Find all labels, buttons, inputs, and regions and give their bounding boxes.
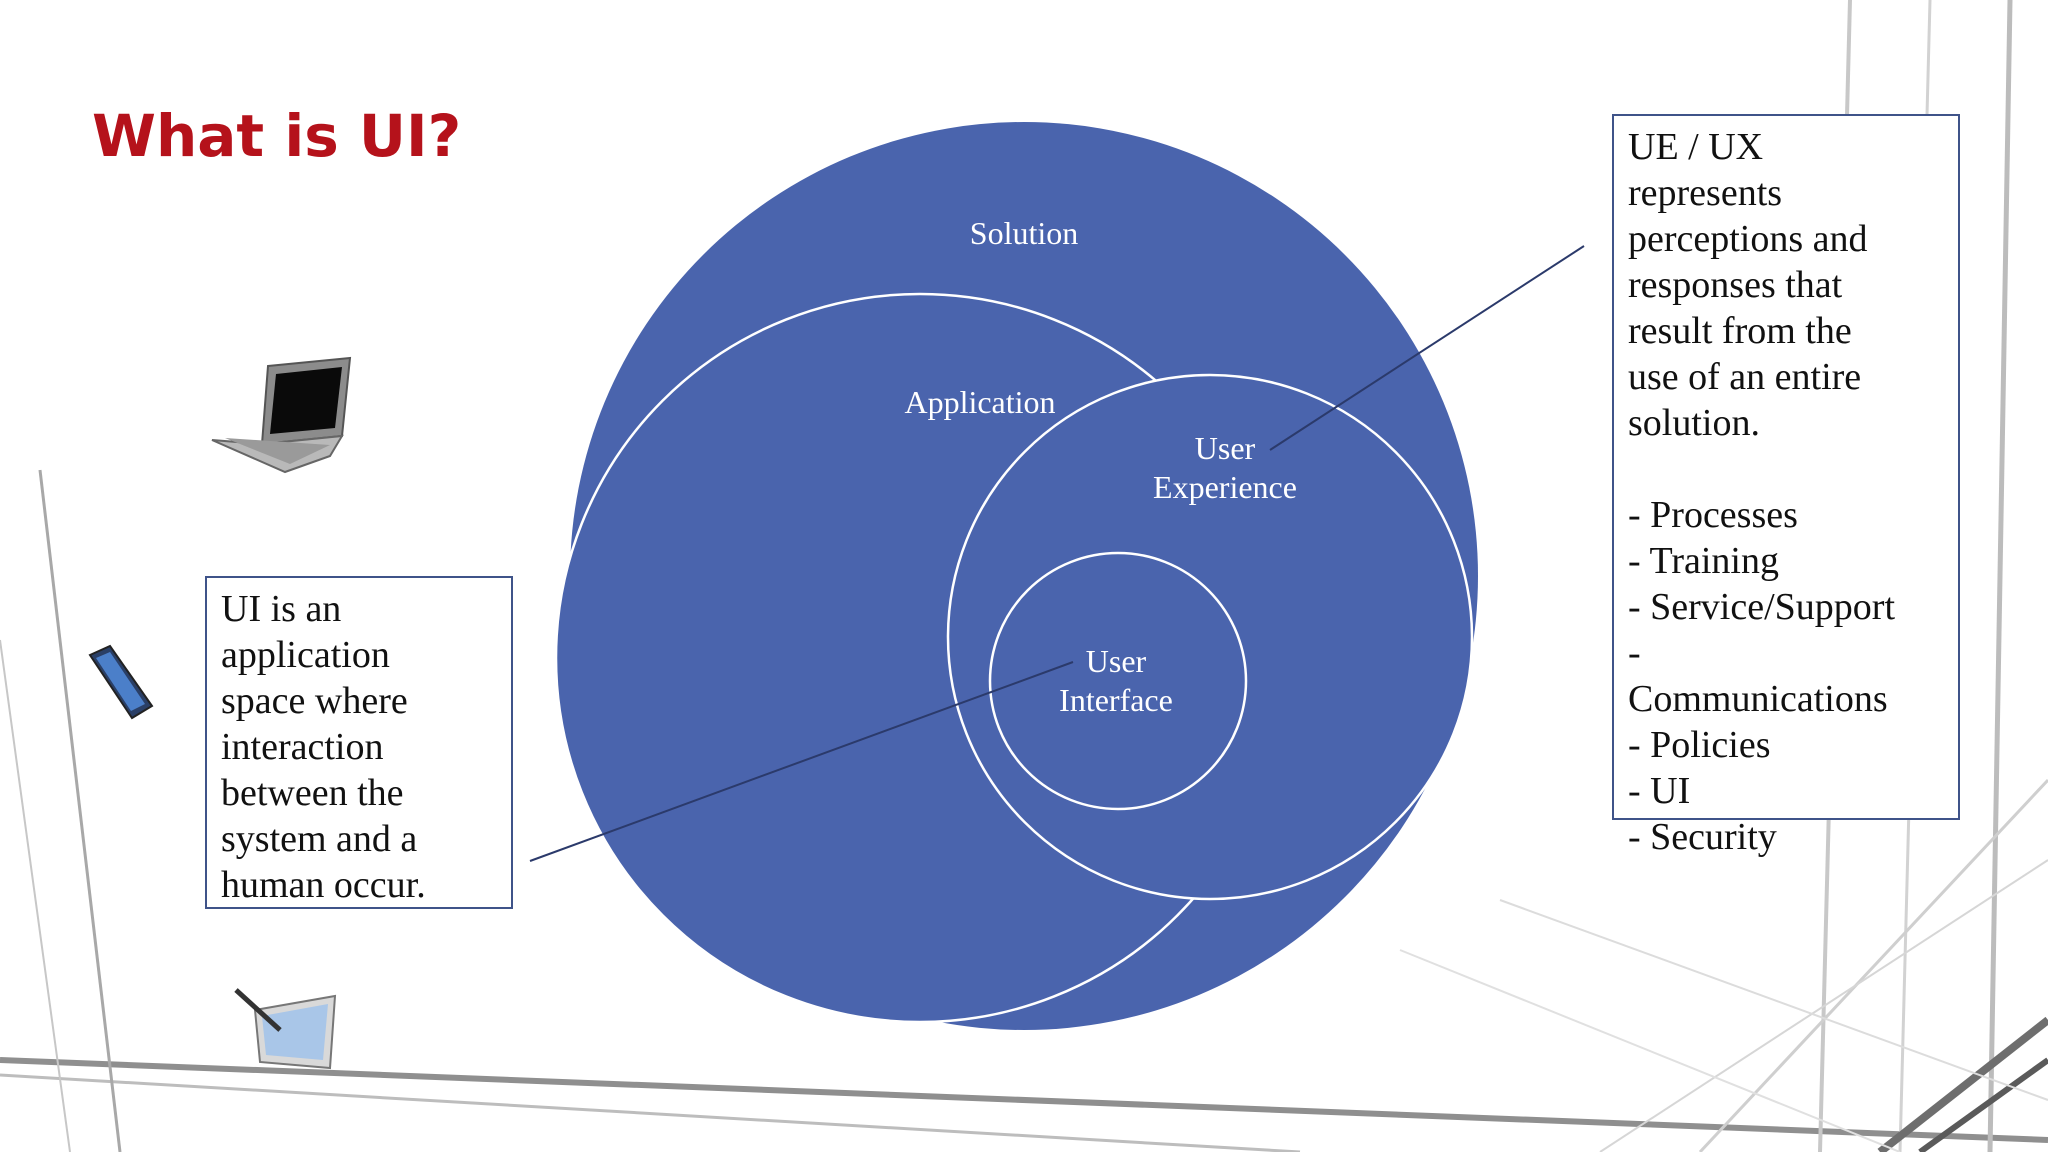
ux-callout-line: solution. (1628, 402, 1760, 444)
ux-list-item: - Service/Support (1628, 586, 1896, 628)
page-title: What is UI? (92, 102, 462, 170)
user-experience-label-line1: User (1195, 430, 1256, 466)
user-interface-circle (988, 551, 1248, 811)
ux-callout-line: represents (1628, 172, 1783, 214)
ux-list-item: Communications (1628, 678, 1888, 720)
ux-list-item: - Processes (1628, 494, 1798, 536)
user-experience-label-line2: Experience (1153, 469, 1297, 505)
ux-callout-spacer (1628, 446, 1946, 492)
ui-definition-callout: UI is an application space where interac… (205, 576, 513, 909)
ux-list-item: - (1628, 632, 1641, 674)
ux-list-item: - Policies (1628, 724, 1771, 766)
ux-list-item: - Security (1628, 816, 1777, 858)
ui-callout-line: UI is an (221, 588, 342, 630)
phone-icon (88, 644, 154, 720)
ux-callout-line: perceptions and (1628, 218, 1868, 260)
application-label: Application (904, 384, 1055, 420)
ux-callout-line: responses that (1628, 264, 1843, 306)
laptop-icon (211, 356, 352, 474)
ui-callout-line: system and a (221, 818, 418, 860)
user-interface-label-line2: Interface (1059, 682, 1173, 718)
solution-label: Solution (970, 215, 1078, 251)
ux-list-item: - Training (1628, 540, 1779, 582)
ui-connector-line (529, 661, 1074, 862)
ux-connector-line (1269, 245, 1585, 451)
ui-callout-line: application (221, 634, 390, 676)
ux-callout-line: use of an entire (1628, 356, 1862, 398)
ux-callout-line: result from the (1628, 310, 1852, 352)
ux-definition-callout: UE / UX represents perceptions and respo… (1612, 114, 1960, 858)
user-interface-label-line1: User (1086, 643, 1147, 679)
ux-list-item: - UI (1628, 770, 1691, 812)
ui-callout-line: between the (221, 772, 404, 814)
ui-callout-line: interaction (221, 726, 384, 768)
ui-callout-line: human occur. (221, 864, 426, 906)
ui-callout-line: space where (221, 680, 408, 722)
tablet-pen-icon (234, 988, 337, 1070)
venn-diagram (554, 122, 1478, 1030)
ux-callout-line: UE / UX (1628, 126, 1764, 168)
